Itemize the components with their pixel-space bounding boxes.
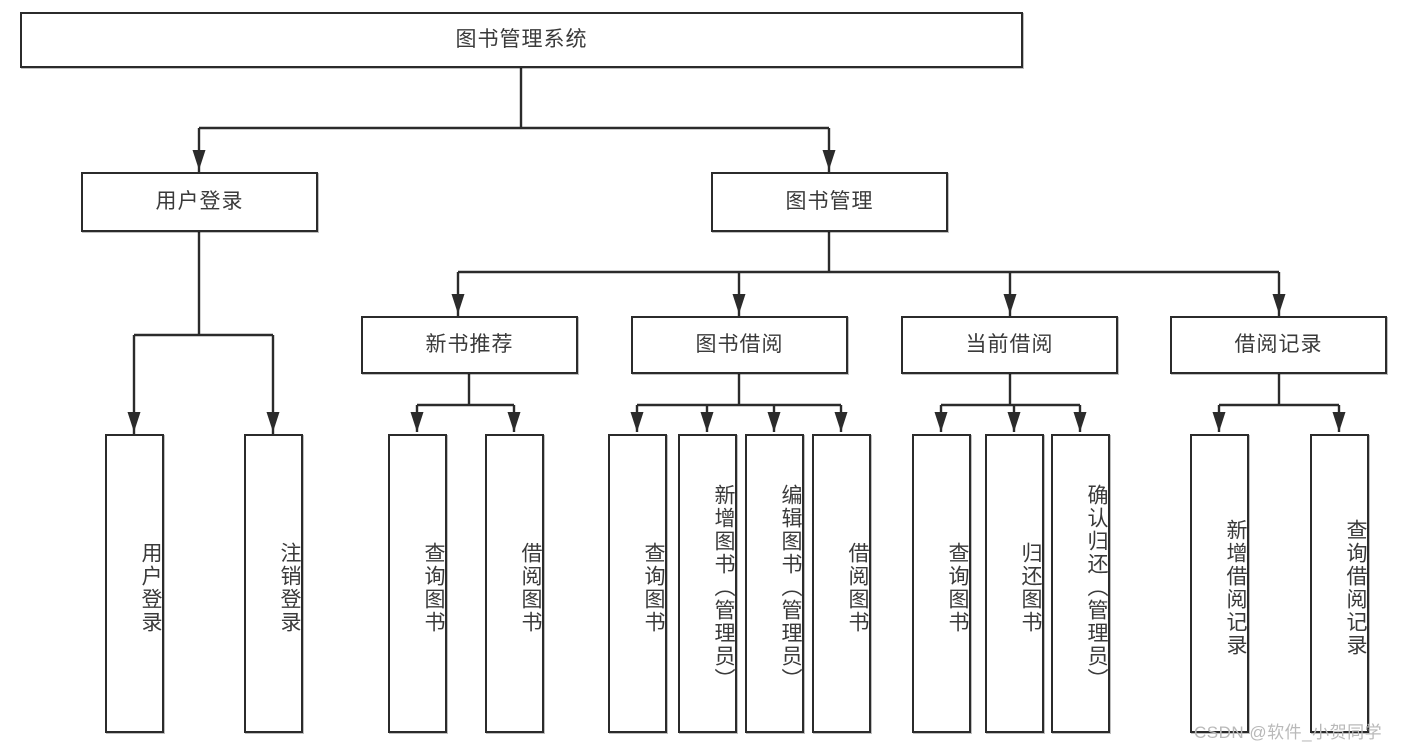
arrow-head-icon bbox=[834, 412, 848, 432]
node-label: 查询图书 bbox=[422, 541, 445, 634]
leaf-node-2: 查询图书 bbox=[388, 434, 447, 733]
node-label: 查询图书 bbox=[642, 541, 665, 634]
node-label: 借阅记录 bbox=[1234, 333, 1323, 357]
node-label: 图书借阅 bbox=[695, 333, 784, 357]
leaf-node-8: 查询图书 bbox=[912, 434, 971, 733]
leaf-node-9: 归还图书 bbox=[985, 434, 1044, 733]
arrow-head-icon bbox=[934, 412, 948, 432]
csdn-watermark: CSDN @软件_小贺同学 bbox=[1194, 723, 1383, 742]
node-label: 新增借阅记录 bbox=[1224, 518, 1247, 657]
node-label: 归还图书 bbox=[1019, 541, 1042, 634]
arrow-head-icon bbox=[451, 294, 465, 314]
level2-node-0: 用户登录 bbox=[81, 172, 318, 232]
node-label: 用户登录 bbox=[155, 190, 244, 214]
node-label: 图书管理系统 bbox=[455, 28, 588, 52]
arrow-head-icon bbox=[266, 412, 280, 432]
level3-node-1: 图书借阅 bbox=[631, 316, 848, 374]
leaf-node-1: 注销登录 bbox=[244, 434, 303, 733]
node-label: 用户登录 bbox=[139, 541, 162, 634]
node-label: 新书推荐 bbox=[425, 333, 514, 357]
arrow-head-icon bbox=[630, 412, 644, 432]
node-label: 查询图书 bbox=[946, 541, 969, 634]
node-label: 注销登录 bbox=[278, 541, 301, 634]
level2-node-1: 图书管理 bbox=[711, 172, 948, 232]
arrow-head-icon bbox=[507, 412, 521, 432]
leaf-node-5: 新增图书（管理员） bbox=[678, 434, 737, 733]
node-label: 查询借阅记录 bbox=[1344, 518, 1367, 657]
leaf-node-0: 用户登录 bbox=[105, 434, 164, 733]
node-label: 新增图书（管理员） bbox=[712, 484, 735, 691]
leaf-node-12: 查询借阅记录 bbox=[1310, 434, 1369, 733]
level3-node-3: 借阅记录 bbox=[1170, 316, 1387, 374]
arrow-head-icon bbox=[822, 150, 836, 170]
leaf-node-7: 借阅图书 bbox=[812, 434, 871, 733]
arrow-head-icon bbox=[127, 412, 141, 432]
arrow-head-icon bbox=[1003, 294, 1017, 314]
leaf-node-4: 查询图书 bbox=[608, 434, 667, 733]
arrow-head-icon bbox=[1007, 412, 1021, 432]
node-label: 图书管理 bbox=[785, 190, 874, 214]
arrow-head-icon bbox=[1332, 412, 1346, 432]
leaf-node-6: 编辑图书（管理员） bbox=[745, 434, 804, 733]
node-label: 当前借阅 bbox=[965, 333, 1054, 357]
node-label: 确认归还（管理员） bbox=[1085, 484, 1108, 691]
arrow-head-icon bbox=[767, 412, 781, 432]
node-label: 借阅图书 bbox=[519, 541, 542, 634]
node-label: 编辑图书（管理员） bbox=[779, 484, 802, 691]
leaf-node-10: 确认归还（管理员） bbox=[1051, 434, 1110, 733]
arrow-head-icon bbox=[700, 412, 714, 432]
arrow-head-icon bbox=[732, 294, 746, 314]
node-label: 借阅图书 bbox=[846, 541, 869, 634]
arrow-head-icon bbox=[1272, 294, 1286, 314]
level3-node-0: 新书推荐 bbox=[361, 316, 578, 374]
root-node-0: 图书管理系统 bbox=[20, 12, 1023, 68]
leaf-node-11: 新增借阅记录 bbox=[1190, 434, 1249, 733]
arrow-head-icon bbox=[410, 412, 424, 432]
arrow-head-icon bbox=[1212, 412, 1226, 432]
level3-node-2: 当前借阅 bbox=[901, 316, 1118, 374]
arrow-head-icon bbox=[192, 150, 206, 170]
arrow-head-icon bbox=[1073, 412, 1087, 432]
leaf-node-3: 借阅图书 bbox=[485, 434, 544, 733]
